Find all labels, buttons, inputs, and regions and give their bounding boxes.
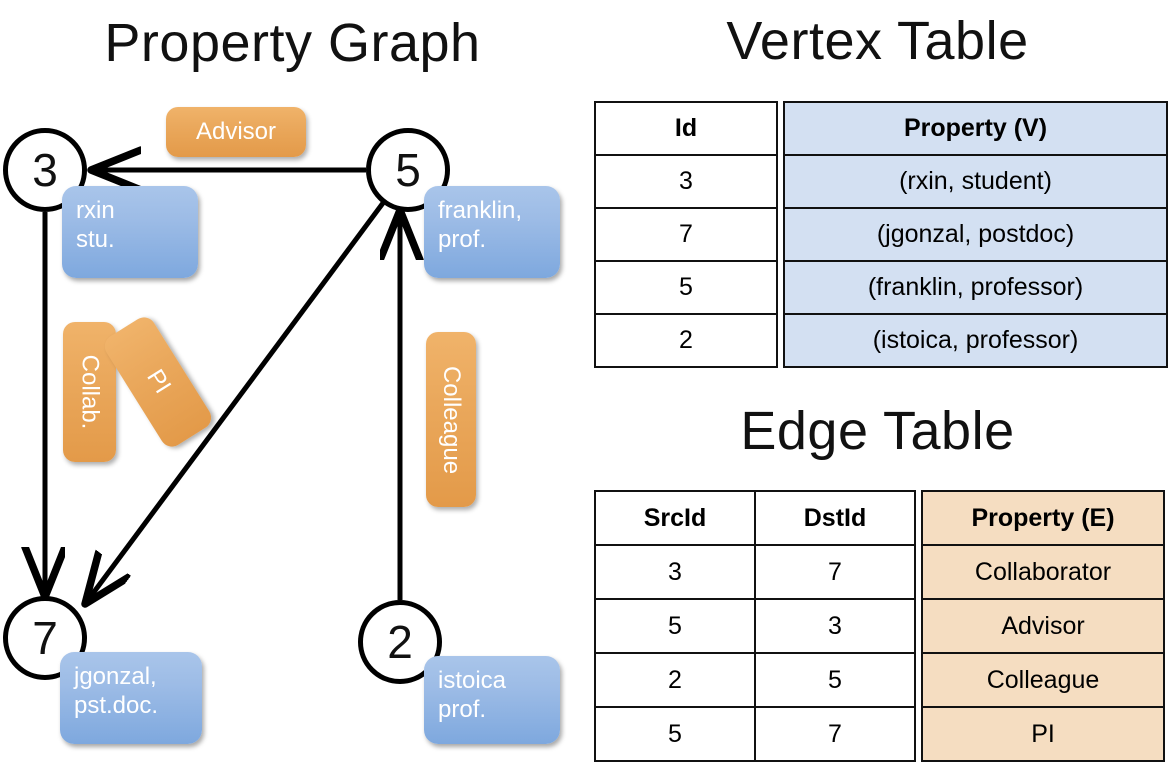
edge-table-property-column: Property (E) Collaborator Advisor Collea… — [921, 490, 1165, 762]
vertex-property-line-2: pst.doc. — [74, 692, 159, 720]
table-header-row: Property (V) — [783, 101, 1168, 156]
edge-cell-srcid: 5 — [594, 598, 756, 654]
edge-cell-dstid: 3 — [754, 598, 916, 654]
edge-cell-dstid: 7 — [754, 544, 916, 600]
page-title-vertex-table: Vertex Table — [726, 11, 1029, 71]
vertex-cell-id: 7 — [594, 207, 778, 262]
vertex-table-id-column: Id 3 7 5 2 — [594, 101, 778, 368]
table-row[interactable]: PI — [921, 706, 1165, 762]
table-header-row: Id — [594, 101, 778, 156]
edge-label-text: Advisor — [195, 118, 277, 145]
table-row[interactable]: (franklin, professor) — [783, 260, 1168, 315]
node-id-label: 3 — [32, 144, 58, 196]
table-row[interactable]: (istoica, professor) — [783, 313, 1168, 368]
graph-node-5[interactable]: 5 — [366, 128, 450, 212]
edge-cell-property: Advisor — [921, 598, 1165, 654]
edge-label-box-colleague: Colleague — [426, 332, 476, 507]
node-id-label: 5 — [395, 144, 421, 196]
table-row[interactable]: 2 — [594, 313, 778, 368]
graph-node-2[interactable]: 2 — [358, 600, 442, 684]
table-row[interactable]: 3 — [594, 154, 778, 209]
vertex-property-box-2: istoica prof. — [424, 656, 560, 744]
table-row[interactable]: Advisor — [921, 598, 1165, 654]
vertex-property-box-3: rxin stu. — [62, 186, 198, 278]
vertex-property-line-2: stu. — [76, 226, 115, 254]
edge-arrow-5-to-7 — [88, 201, 386, 600]
edge-cell-srcid: 3 — [594, 544, 756, 600]
edge-cell-srcid: 2 — [594, 652, 756, 708]
vertex-property-line-1: istoica — [438, 667, 507, 694]
table-row[interactable]: (jgonzal, postdoc) — [783, 207, 1168, 262]
edge-cell-dstid: 5 — [754, 652, 916, 708]
graph-edges-svg — [0, 0, 585, 760]
table-row[interactable]: 5 — [594, 260, 778, 315]
vertex-property-box-7: jgonzal, pst.doc. — [60, 652, 202, 744]
vertex-cell-property: (jgonzal, postdoc) — [783, 207, 1168, 262]
node-id-label: 7 — [32, 612, 58, 664]
table-row[interactable]: (rxin, student) — [783, 154, 1168, 209]
vertex-table-property-column: Property (V) (rxin, student) (jgonzal, p… — [783, 101, 1168, 368]
vertex-col-header-property: Property (V) — [783, 101, 1168, 156]
edge-col-header-srcid: SrcId — [594, 490, 756, 546]
edge-cell-property: Colleague — [921, 652, 1165, 708]
vertex-cell-property: (franklin, professor) — [783, 260, 1168, 315]
page-title-property-graph: Property Graph — [104, 13, 481, 73]
table-row[interactable]: Colleague — [921, 652, 1165, 708]
vertex-property-line-1: jgonzal, — [74, 663, 157, 690]
edge-label-box-advisor: Advisor — [166, 107, 306, 157]
page-title-edge-table: Edge Table — [740, 401, 1015, 461]
edge-cell-property: Collaborator — [921, 544, 1165, 600]
edge-cell-dstid: 7 — [754, 706, 916, 762]
vertex-cell-property: (rxin, student) — [783, 154, 1168, 209]
edge-cell-property: PI — [921, 706, 1165, 762]
vertex-property-line-2: prof. — [438, 226, 487, 254]
table-row[interactable]: 3 7 — [594, 544, 916, 600]
table-row[interactable]: 2 5 — [594, 652, 916, 708]
vertex-cell-id: 5 — [594, 260, 778, 315]
vertex-property-box-5: franklin, prof. — [424, 186, 560, 278]
vertex-cell-id: 2 — [594, 313, 778, 368]
table-row[interactable]: 5 7 — [594, 706, 916, 762]
vertex-col-header-id: Id — [594, 101, 778, 156]
edge-cell-srcid: 5 — [594, 706, 756, 762]
vertex-property-line-1: franklin, — [438, 197, 523, 224]
table-row[interactable]: Collaborator — [921, 544, 1165, 600]
edge-col-header-dstid: DstId — [754, 490, 916, 546]
table-header-row: SrcId DstId — [594, 490, 916, 546]
table-row[interactable]: 5 3 — [594, 598, 916, 654]
edge-label-text: Colleague — [438, 365, 465, 474]
edge-table-src-dst-columns: SrcId DstId 3 7 5 3 2 5 5 7 — [594, 490, 916, 762]
table-header-row: Property (E) — [921, 490, 1165, 546]
node-id-label: 2 — [387, 616, 413, 668]
edge-label-text: Collab. — [76, 354, 104, 430]
vertex-property-line-2: prof. — [438, 696, 487, 724]
table-row[interactable]: 7 — [594, 207, 778, 262]
edge-col-header-property: Property (E) — [921, 490, 1165, 546]
edge-label-text: PI — [140, 364, 176, 399]
vertex-cell-id: 3 — [594, 154, 778, 209]
vertex-cell-property: (istoica, professor) — [783, 313, 1168, 368]
vertex-property-line-1: rxin — [76, 197, 115, 224]
